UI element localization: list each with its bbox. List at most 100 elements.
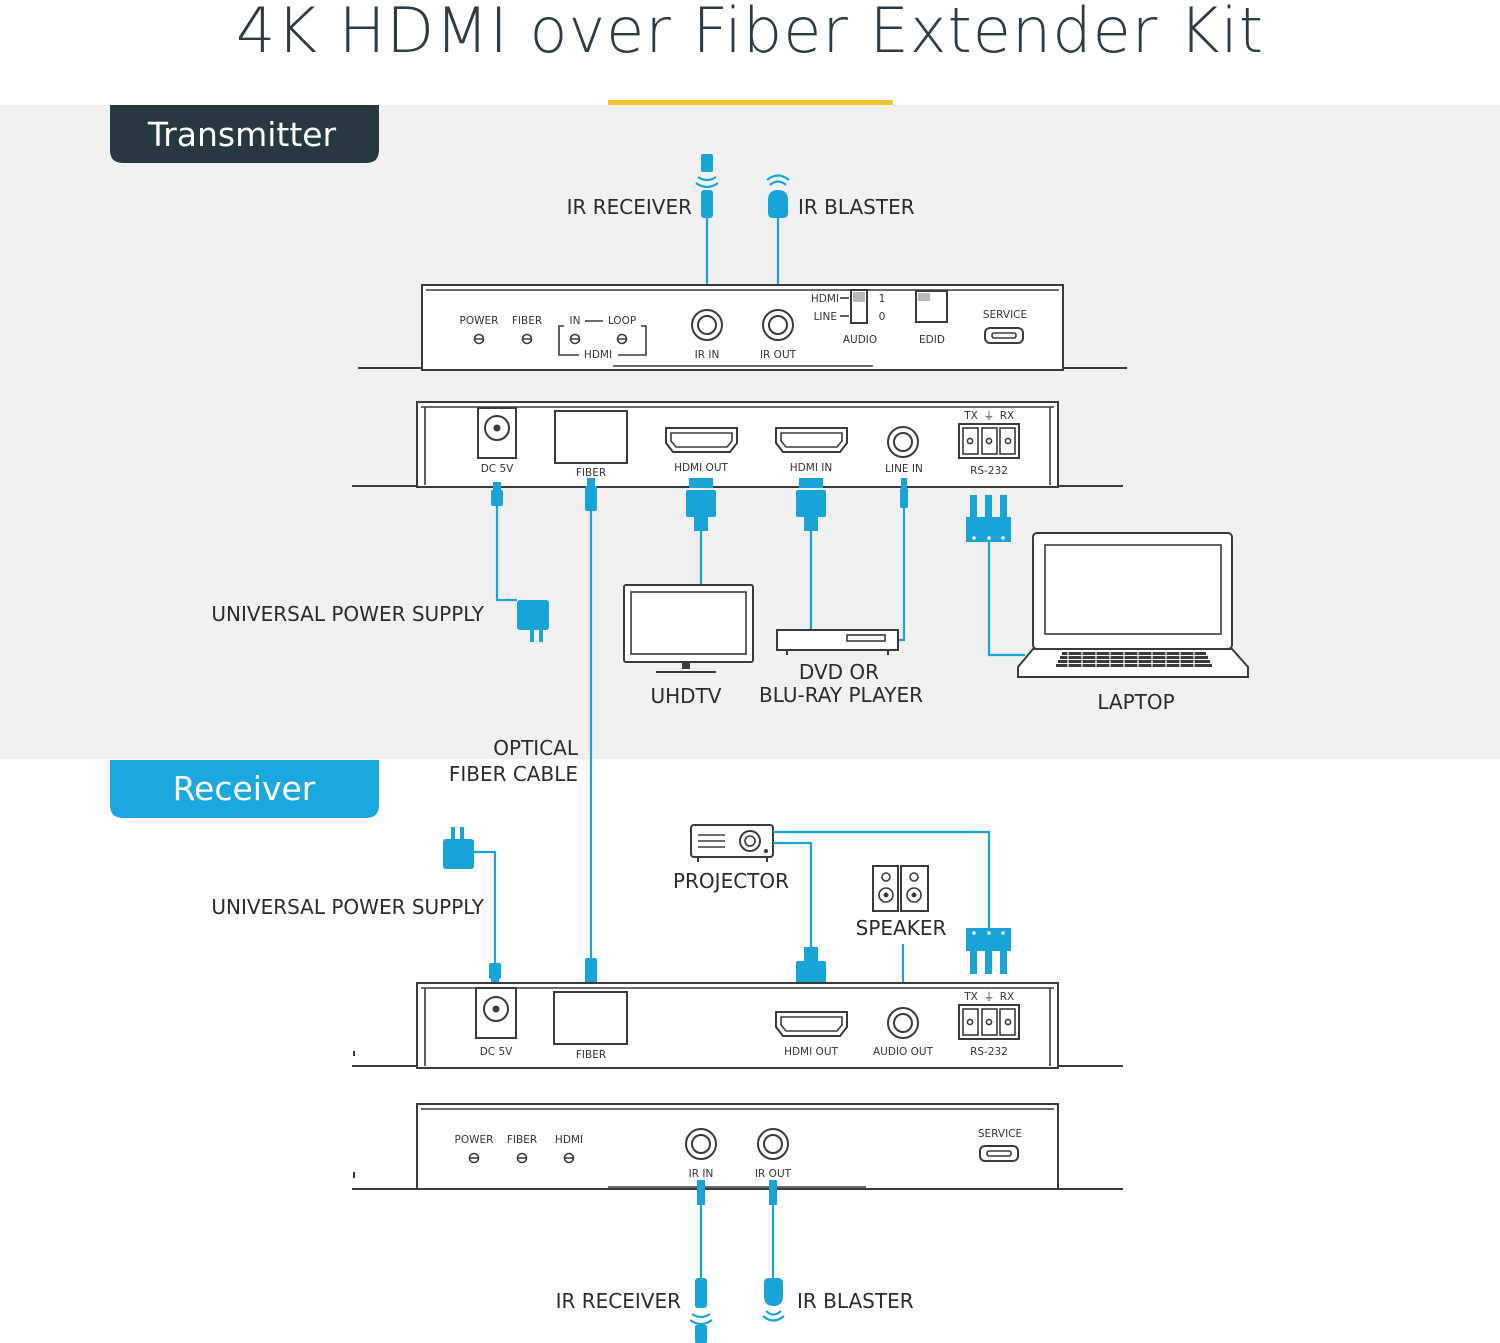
rx-rear-fiber-label: FIBER xyxy=(576,1049,606,1061)
rx-power-supply-label: UNIVERSAL POWER SUPPLY xyxy=(211,895,484,919)
rx-fiber-led-icon xyxy=(516,1152,528,1164)
tx-front-ir-out-label: IR OUT xyxy=(760,349,797,361)
rx-front-power-label: POWER xyxy=(455,1134,494,1146)
receiver-tag: Receiver xyxy=(110,760,379,818)
rx-ir-blaster-label: IR BLASTER xyxy=(797,1289,914,1313)
tx-service-label: SERVICE xyxy=(983,309,1027,321)
rx-ir-in-plug-icon xyxy=(697,1180,705,1205)
rx-service-usb-icon xyxy=(979,1145,1019,1162)
tx-front-panel: POWER FIBER IN LOOP HDMI IR IN IR OUT HD… xyxy=(358,284,1127,371)
tx-rear-hdmi-out-label: HDMI OUT xyxy=(674,462,728,474)
tx-front-hdmi-label: HDMI xyxy=(584,349,612,361)
rx-rear-dc-label: DC 5V xyxy=(480,1046,513,1058)
projector-label: PROJECTOR xyxy=(673,869,789,893)
tx-power-supply-icon xyxy=(517,600,549,642)
tx-rear-panel: DC 5V FIBER HDMI OUT HDMI IN LINE IN TX … xyxy=(352,401,1123,488)
rx-ir-in-port-icon xyxy=(685,1128,717,1160)
tx-power-cable xyxy=(495,506,517,602)
tx-rs232-cable xyxy=(987,542,1025,657)
rx-front-hdmi-label: HDMI xyxy=(555,1134,583,1146)
tx-front-power-label: POWER xyxy=(460,315,499,327)
tx-hdmi-in-plug-icon xyxy=(796,478,826,531)
tx-rs232-port-icon xyxy=(958,423,1020,459)
uhdtv-label: UHDTV xyxy=(651,684,722,708)
rx-ir-out-port-icon xyxy=(757,1128,789,1160)
laptop-label: LAPTOP xyxy=(1097,690,1174,714)
tx-switch-line-label: LINE xyxy=(814,311,837,323)
tx-hdmi-out-plug-icon xyxy=(686,478,716,531)
rx-power-led-icon xyxy=(468,1152,480,1164)
tx-service-usb-icon xyxy=(984,327,1024,344)
rx-ir-receiver-label: IR RECEIVER xyxy=(556,1289,682,1313)
rx-front-panel: POWER FIBER HDMI IR IN IR OUT SERVICE xyxy=(352,1103,1123,1190)
tx-hdmi-in-led-icon xyxy=(569,333,581,345)
tx-line-in-plug-icon xyxy=(900,478,908,508)
tx-fiber-port-icon xyxy=(554,410,628,464)
tx-switch-0-label: 0 xyxy=(879,311,886,323)
tx-ground-icon: ⏚ xyxy=(984,410,995,422)
rx-audio-out-port-icon xyxy=(887,1007,919,1039)
tx-fiber-plug-icon xyxy=(585,478,597,511)
tx-front-ir-in-label: IR IN xyxy=(695,349,720,361)
rx-rear-rs232-label: RS-232 xyxy=(970,1046,1008,1058)
rx-dc-port-icon xyxy=(475,987,517,1039)
tx-dc-port-icon xyxy=(477,407,517,459)
rx-hdmi-cable xyxy=(773,841,813,947)
rx-rear-audio-out-label: AUDIO OUT xyxy=(873,1046,934,1058)
tx-hdmi-loop-led-icon xyxy=(616,333,628,345)
rx-hdmi-led-icon xyxy=(563,1152,575,1164)
tx-edid-label: EDID xyxy=(919,334,945,346)
tx-front-in-label: IN xyxy=(570,315,581,327)
speaker-icon xyxy=(872,865,929,912)
transmitter-tag: Transmitter xyxy=(110,105,379,163)
tx-power-led-icon xyxy=(473,333,485,345)
rx-rs232-cable xyxy=(773,830,991,928)
laptop-icon xyxy=(1017,532,1249,678)
tx-rs232-plug-icon xyxy=(966,495,1011,542)
rx-ir-out-plug-icon xyxy=(769,1180,777,1205)
tx-power-supply-label: UNIVERSAL POWER SUPPLY xyxy=(211,602,484,626)
tx-edid-switch-icon[interactable] xyxy=(915,290,948,323)
rx-ir-blaster-icon xyxy=(762,1278,785,1322)
fiber-cable-label-line1: OPTICAL xyxy=(493,736,579,760)
tx-ir-receiver-icon xyxy=(695,154,719,218)
projector-icon xyxy=(690,824,774,862)
tx-audio-label: AUDIO xyxy=(843,334,877,346)
rx-rear-rx-label: RX xyxy=(1000,991,1015,1003)
tx-front-loop-label: LOOP xyxy=(608,315,636,327)
tx-rear-fiber-label: FIBER xyxy=(576,467,606,479)
tx-audio-switch-icon[interactable] xyxy=(850,289,868,324)
tx-rear-dc-label: DC 5V xyxy=(481,463,514,475)
rx-power-supply-icon xyxy=(443,827,474,869)
rx-fiber-port-icon xyxy=(553,991,628,1045)
tx-switch-1-label: 1 xyxy=(879,293,886,305)
tx-ir-in-port-icon xyxy=(691,309,723,341)
tx-rear-line-in-label: LINE IN xyxy=(885,463,923,475)
transmitter-tag-label: Transmitter xyxy=(147,115,337,154)
rx-rs232-plug-icon xyxy=(966,928,1011,974)
rx-power-cable xyxy=(474,850,497,965)
rx-front-ir-in-label: IR IN xyxy=(689,1168,714,1180)
rx-front-ir-out-label: IR OUT xyxy=(755,1168,792,1180)
tx-switch-hdmi-label: HDMI xyxy=(811,293,839,305)
receiver-tag-label: Receiver xyxy=(173,769,316,808)
tx-front-fiber-label: FIBER xyxy=(512,315,542,327)
rx-front-fiber-label: FIBER xyxy=(507,1134,537,1146)
tx-rear-rx-label: RX xyxy=(1000,410,1015,422)
rx-rear-panel: DC 5V FIBER HDMI OUT AUDIO OUT TX ⏚ RX R… xyxy=(352,982,1123,1069)
tx-rear-hdmi-in-label: HDMI IN xyxy=(790,462,832,474)
rx-ir-receiver-icon xyxy=(689,1278,713,1343)
tx-hdmi-in-port-icon xyxy=(775,427,848,453)
tx-ir-out-port-icon xyxy=(762,309,794,341)
tx-hdmi-out-port-icon xyxy=(665,427,738,453)
dvd-label-line1: DVD OR xyxy=(799,660,879,684)
dvd-player-icon xyxy=(776,629,899,655)
uhdtv-icon xyxy=(623,584,754,673)
speaker-label: SPEAKER xyxy=(856,916,947,940)
tx-rear-rs232-label: RS-232 xyxy=(970,465,1008,477)
rx-service-label: SERVICE xyxy=(978,1128,1022,1140)
tx-fiber-led-icon xyxy=(521,333,533,345)
tx-line-in-cable xyxy=(899,508,906,642)
rx-rear-tx-label: TX xyxy=(963,991,978,1003)
